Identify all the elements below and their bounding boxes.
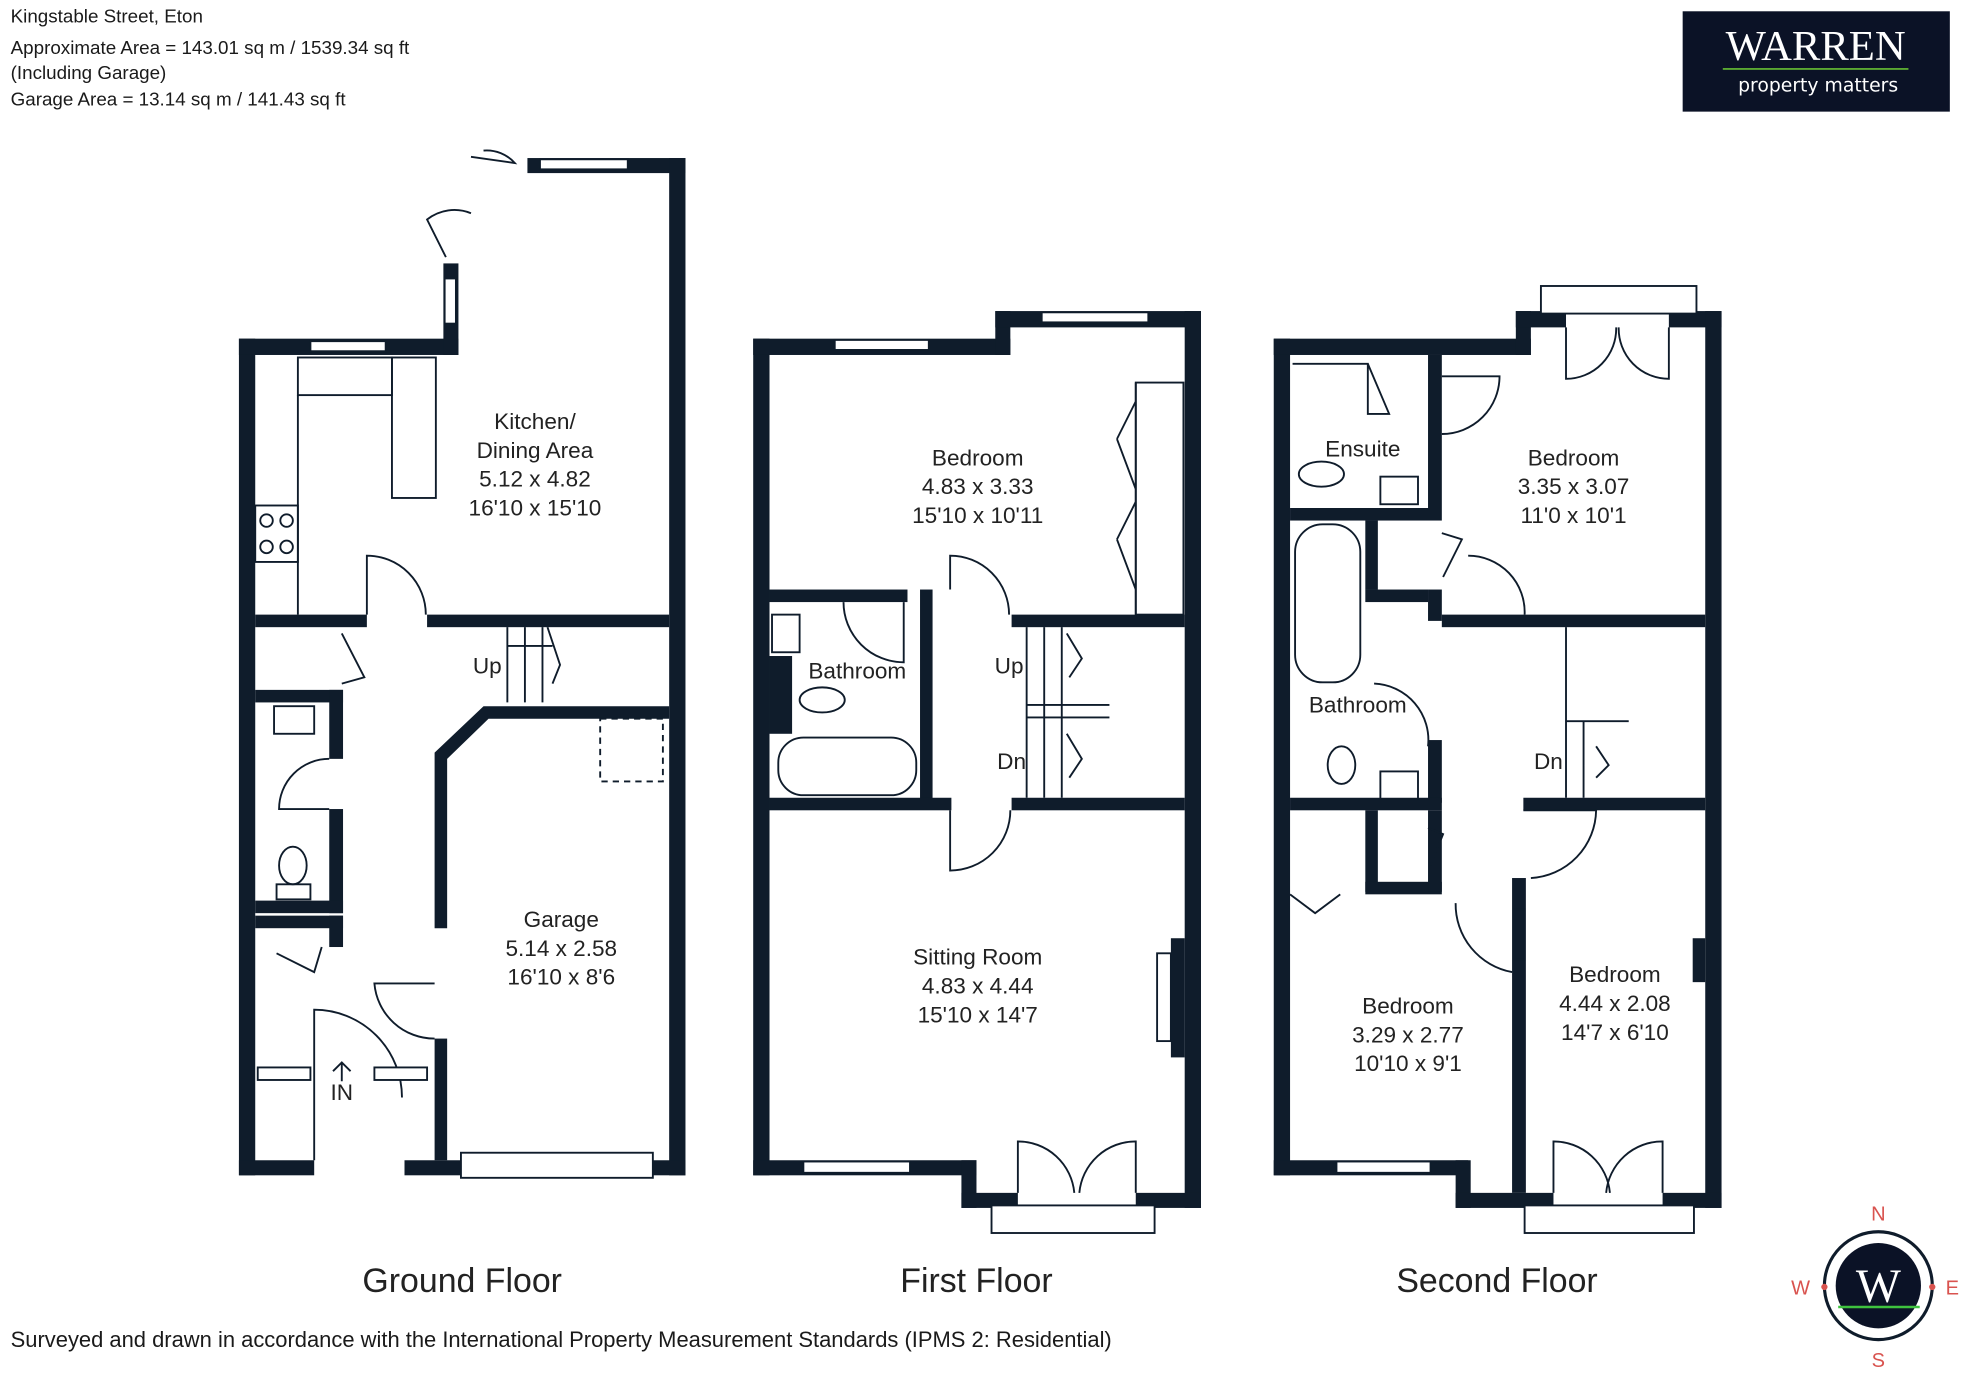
room-bedroom-3-imperial: 10'10 x 9'1 [1354,1051,1462,1076]
header: Kingstable Street, Eton Approximate Area… [11,6,410,110]
area-note: (Including Garage) [11,62,167,83]
address: Kingstable Street, Eton [11,6,203,27]
room-bathroom-1-name: Bathroom [808,659,906,684]
room-garage-imperial: 16'10 x 8'6 [507,965,615,990]
warren-logo: WARREN property matters [1682,11,1950,112]
stairs-down-label: Dn [1534,749,1563,774]
room-bedroom-4-imperial: 14'7 x 6'10 [1561,1020,1669,1045]
room-kitchen-metric: 5.12 x 4.82 [479,467,591,492]
second-floor-label: Second Floor [1396,1262,1597,1300]
second-floor-plan: Ensuite Bedroom 3.35 x 3.07 11'0 x 10'1 … [1273,285,1722,1300]
room-bedroom-2-imperial: 11'0 x 10'1 [1521,503,1627,528]
compass-west: W [1791,1277,1810,1299]
footer-note: Surveyed and drawn in accordance with th… [11,1327,1112,1352]
room-kitchen-name2: Dining Area [477,438,594,463]
room-bedroom-1-metric: 4.83 x 3.33 [922,474,1034,499]
room-bedroom-1-name: Bedroom [932,445,1024,470]
room-kitchen-imperial: 16'10 x 15'10 [469,496,602,521]
room-garage-metric: 5.14 x 2.58 [505,936,617,961]
room-sitting-imperial: 15'10 x 14'7 [918,1002,1038,1027]
first-floor-label: First Floor [900,1262,1052,1300]
room-bedroom-4-metric: 4.44 x 2.08 [1559,991,1671,1016]
room-bedroom-2-metric: 3.35 x 3.07 [1518,474,1630,499]
first-floor-plan: Bedroom 4.83 x 3.33 15'10 x 10'11 Bathro… [753,311,1201,1300]
logo-name: WARREN [1726,23,1906,70]
room-garage-name: Garage [524,907,599,932]
stairs-up-label: Up [473,654,502,679]
room-bedroom-1-imperial: 15'10 x 10'11 [912,503,1043,528]
approximate-area: Approximate Area = 143.01 sq m / 1539.34… [11,37,410,58]
room-bedroom-3-name: Bedroom [1362,993,1454,1018]
logo-tagline: property matters [1738,76,1898,97]
ground-floor-label: Ground Floor [362,1262,562,1300]
compass-rose: W N S W E [1791,1203,1959,1372]
entrance-label: IN [331,1080,354,1105]
garage-area: Garage Area = 13.14 sq m / 141.43 sq ft [11,88,347,109]
room-bathroom-2-name: Bathroom [1309,692,1407,717]
stairs-up-label: Up [995,654,1024,679]
compass-east: E [1946,1277,1959,1299]
room-ensuite-name: Ensuite [1325,437,1400,462]
room-bedroom-4-name: Bedroom [1569,962,1661,987]
room-bedroom-2-name: Bedroom [1528,445,1620,470]
ground-floor-plan: Kitchen/ Dining Area 5.12 x 4.82 16'10 x… [238,149,686,1300]
compass-south: S [1872,1350,1885,1372]
compass-center-letter: W [1856,1261,1901,1313]
compass-north: N [1871,1203,1885,1225]
stairs-down-label: Dn [997,749,1026,774]
room-bedroom-3-metric: 3.29 x 2.77 [1352,1022,1464,1047]
room-kitchen-name: Kitchen/ [494,409,576,434]
room-sitting-name: Sitting Room [913,945,1042,970]
room-sitting-metric: 4.83 x 4.44 [922,973,1034,998]
